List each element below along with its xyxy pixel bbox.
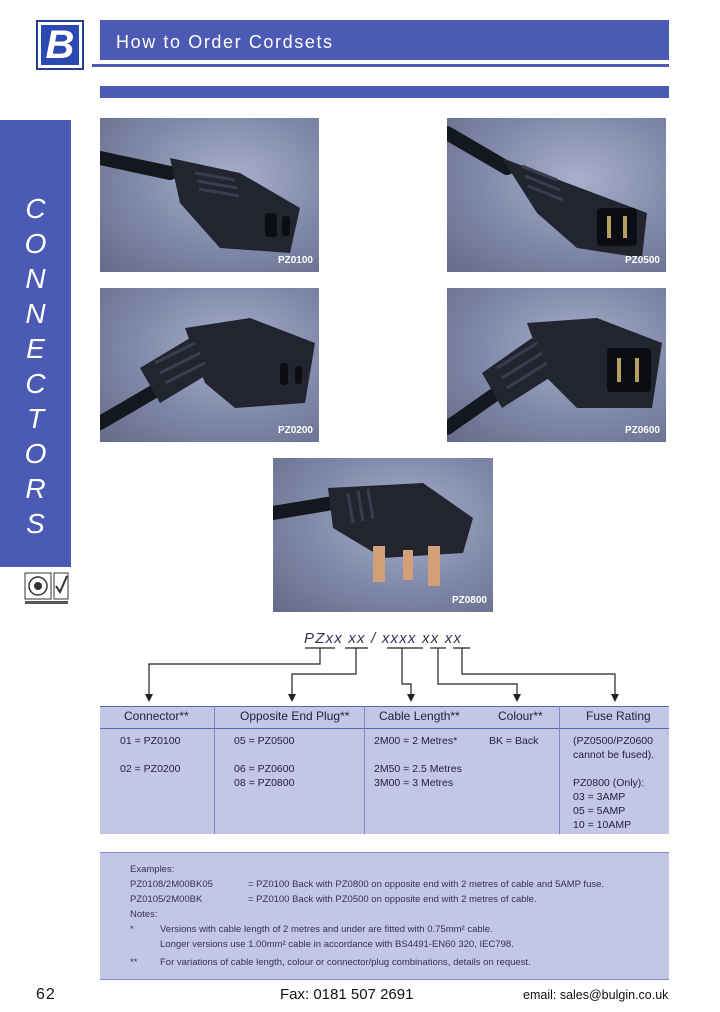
column-divider bbox=[559, 706, 560, 834]
connector-pz0100-icon bbox=[100, 151, 300, 253]
product-photo-pz0500: PZ0500 bbox=[447, 118, 666, 272]
opposite-option: 06 = PZ0600 bbox=[234, 763, 295, 775]
header-divider-bar bbox=[100, 86, 669, 98]
fuse-note: PZ0800 (Only): bbox=[573, 777, 645, 789]
page-title: How to Order Cordsets bbox=[116, 32, 334, 52]
note-text: For variations of cable length, colour o… bbox=[160, 957, 531, 968]
fuse-note: (PZ0500/PZ0600 bbox=[573, 735, 653, 747]
note-text: Versions with cable length of 2 metres a… bbox=[160, 924, 493, 935]
side-letter: C bbox=[25, 368, 46, 399]
header-opposite-end-plug: Opposite End Plug** bbox=[240, 709, 350, 723]
length-option: 2M50 = 2.5 Metres bbox=[374, 763, 462, 775]
side-letter: T bbox=[26, 403, 45, 434]
section-side-band bbox=[0, 120, 71, 567]
side-letter: C bbox=[25, 193, 46, 224]
header-colour: Colour** bbox=[498, 709, 543, 723]
fuse-option: 05 = 5AMP bbox=[573, 805, 626, 817]
side-letter: R bbox=[25, 473, 46, 504]
column-divider bbox=[214, 706, 215, 834]
note-text: Longer versions use 1.00mm² cable in acc… bbox=[160, 939, 514, 950]
product-photo-pz0800: PZ0800 bbox=[273, 458, 493, 612]
email-address: email: sales@bulgin.co.uk bbox=[523, 988, 669, 1002]
opposite-option: 08 = PZ0800 bbox=[234, 777, 295, 789]
connector-pz0600-icon bbox=[447, 318, 662, 435]
connector-pz0200-icon bbox=[100, 318, 315, 430]
product-photo-pz0600: PZ0600 bbox=[447, 288, 666, 442]
length-option: 3M00 = 3 Metres bbox=[374, 777, 454, 789]
side-letter: N bbox=[25, 298, 46, 329]
example-code: PZ0105/2M00BK bbox=[130, 894, 203, 905]
photo-label: PZ0800 bbox=[451, 595, 487, 606]
colour-option: BK = Back bbox=[489, 735, 539, 747]
note-marker: * bbox=[130, 924, 134, 935]
title-underline bbox=[92, 64, 669, 67]
photo-label: PZ0200 bbox=[277, 425, 313, 436]
example-description: = PZ0100 Back with PZ0800 on opposite en… bbox=[248, 879, 605, 890]
column-divider bbox=[364, 706, 365, 834]
header-fuse-rating: Fuse Rating bbox=[586, 709, 651, 723]
logo-letter: B bbox=[41, 25, 79, 65]
side-letter: O bbox=[24, 228, 47, 259]
photo-label: PZ0500 bbox=[624, 255, 660, 266]
certification-logo-icon bbox=[24, 572, 69, 604]
side-letter: E bbox=[26, 333, 45, 364]
order-code: PZxx xx / xxxx xx xx bbox=[304, 630, 463, 647]
note-marker: ** bbox=[130, 957, 138, 968]
code-breakdown-arrows bbox=[145, 647, 619, 702]
product-photo-pz0200: PZ0200 bbox=[100, 288, 319, 442]
header-cable-length: Cable Length** bbox=[379, 709, 460, 723]
table-header bbox=[100, 706, 669, 729]
bulgin-logo: B bbox=[36, 20, 84, 70]
title-bar bbox=[100, 20, 669, 60]
side-letter: N bbox=[25, 263, 46, 294]
side-letter: S bbox=[26, 508, 45, 539]
side-letter: O bbox=[24, 438, 47, 469]
opposite-option: 05 = PZ0500 bbox=[234, 735, 295, 747]
examples-label: Examples: bbox=[130, 864, 175, 875]
notes-panel: Examples: PZ0108/2M00BK05 = PZ0100 Back … bbox=[100, 852, 669, 980]
fuse-option: 10 = 10AMP bbox=[573, 819, 632, 831]
photo-label: PZ0100 bbox=[277, 255, 313, 266]
product-photo-pz0100: PZ0100 bbox=[100, 118, 319, 272]
notes-label: Notes: bbox=[130, 909, 158, 920]
header-connector: Connector** bbox=[124, 709, 189, 723]
fax-number: Fax: 0181 507 2691 bbox=[280, 986, 414, 1003]
options-table: Connector** Opposite End Plug** Cable Le… bbox=[100, 706, 669, 834]
fuse-option: 03 = 3AMP bbox=[573, 791, 626, 803]
length-option: 2M00 = 2 Metres* bbox=[374, 735, 458, 747]
example-description: = PZ0100 Back with PZ0500 on opposite en… bbox=[248, 894, 537, 905]
photo-label: PZ0600 bbox=[624, 425, 660, 436]
example-code: PZ0108/2M00BK05 bbox=[130, 879, 213, 890]
connector-pz0500-icon bbox=[447, 126, 647, 258]
connector-option: 02 = PZ0200 bbox=[120, 763, 181, 775]
fuse-note: cannot be fused). bbox=[573, 749, 655, 761]
plug-pz0800-icon bbox=[273, 483, 473, 586]
connector-option: 01 = PZ0100 bbox=[120, 735, 181, 747]
page-number: 62 bbox=[36, 986, 56, 1003]
